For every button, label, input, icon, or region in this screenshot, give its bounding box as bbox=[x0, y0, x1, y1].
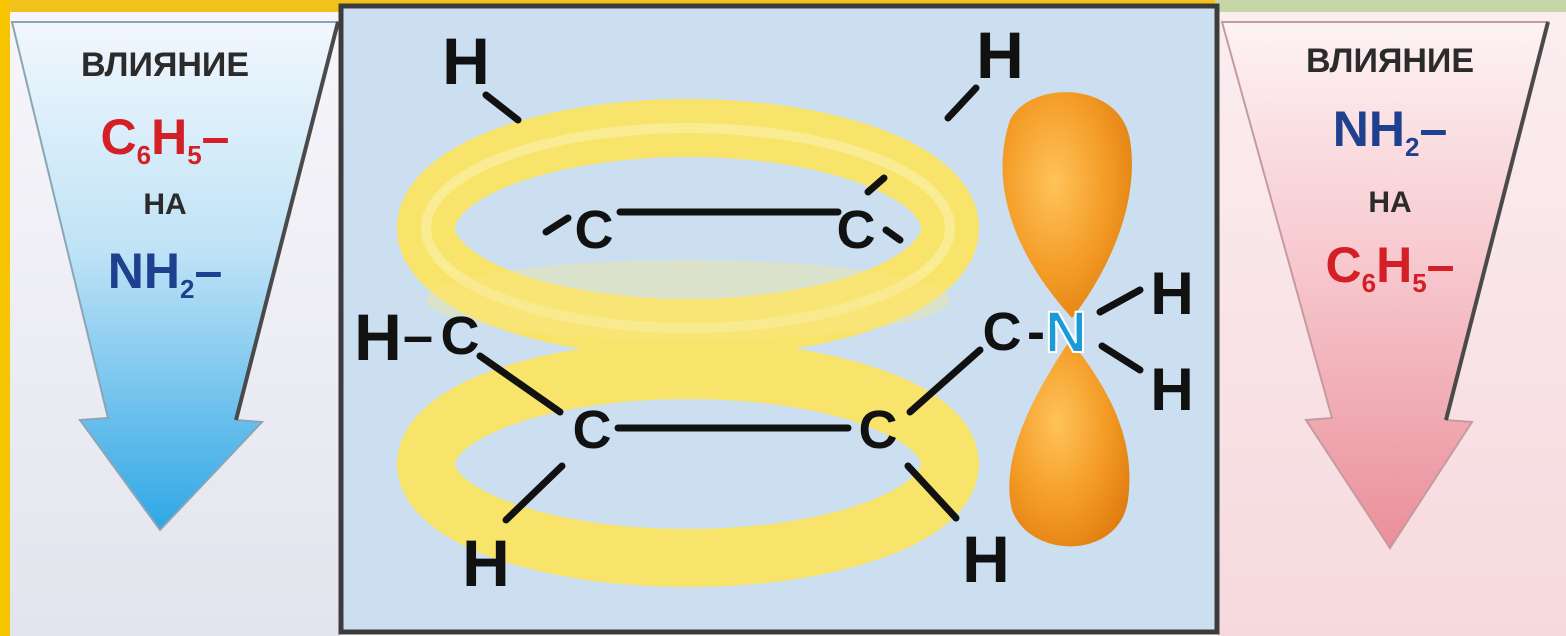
bond-c-left-c-bottom-left bbox=[476, 352, 564, 416]
left-arrow-edge bbox=[234, 21, 340, 421]
bond-h-c-top-right bbox=[944, 84, 980, 122]
atom-c-bottom-right: C bbox=[859, 400, 898, 460]
pi-ring-lower bbox=[397, 341, 979, 587]
atom-h-bottom-right: H bbox=[962, 522, 1010, 596]
atom-h-top-left: H bbox=[442, 24, 490, 98]
bond-c-top-right-stub bbox=[864, 174, 888, 196]
n-orbital-lower bbox=[1009, 340, 1130, 547]
right-influence-label: ВЛИЯНИЕ bbox=[1306, 42, 1474, 80]
left-on-label: НА bbox=[143, 188, 186, 221]
atom-c-bottom-left: C bbox=[573, 400, 612, 460]
atom-labels: H H C C H – C C - N H H C C H H bbox=[354, 18, 1194, 600]
left-nh2-formula: NH2– bbox=[108, 243, 223, 304]
right-on-label: НА bbox=[1368, 186, 1411, 219]
bond-c-bottom-right-h bbox=[904, 462, 960, 522]
bond-dash-left: – bbox=[403, 306, 433, 366]
atom-h-left: H bbox=[354, 300, 402, 374]
bond-c-bottom-left-h bbox=[502, 462, 566, 524]
left-influence-label: ВЛИЯНИЕ bbox=[81, 46, 249, 84]
bond-h-c-top-left bbox=[482, 91, 522, 124]
bond-c-c-upper-left-inner bbox=[542, 214, 572, 236]
left-c6h5-formula: C6H5– bbox=[101, 109, 230, 170]
atom-c-right: C bbox=[983, 302, 1022, 362]
bond-c-bottom-right-c-right bbox=[906, 346, 984, 416]
n-orbital-upper bbox=[1002, 92, 1132, 318]
atom-c-top-right: C bbox=[837, 200, 876, 260]
bond-dash-right: - bbox=[1027, 302, 1045, 362]
bond-n-h-upper bbox=[1096, 286, 1144, 316]
right-arrow-edge bbox=[1444, 21, 1550, 421]
atom-h-top-right: H bbox=[976, 18, 1024, 92]
left-panel-text: ВЛИЯНИЕ C6H5– НА NH2– bbox=[81, 46, 249, 304]
bond-n-h-lower bbox=[1098, 342, 1144, 374]
atom-h-n-upper: H bbox=[1150, 260, 1193, 327]
pi-ring-middle bbox=[426, 260, 950, 340]
atom-h-bottom-left: H bbox=[462, 526, 510, 600]
right-c6h5-formula: C6H5– bbox=[1326, 237, 1455, 298]
atom-c-top-left: C bbox=[575, 200, 614, 260]
bonds bbox=[476, 84, 1144, 524]
bond-c-top-right-stub2 bbox=[882, 226, 904, 244]
atom-c-left: C bbox=[441, 306, 480, 366]
top-strip-right bbox=[1215, 0, 1566, 12]
right-nh2-formula: NH2– bbox=[1333, 101, 1448, 162]
left-border bbox=[0, 0, 10, 636]
atom-n: N bbox=[1045, 300, 1087, 365]
atom-h-n-lower: H bbox=[1150, 356, 1193, 423]
right-panel-text: ВЛИЯНИЕ NH2– НА C6H5– bbox=[1306, 42, 1474, 298]
pi-ring-upper-highlight bbox=[421, 123, 955, 333]
